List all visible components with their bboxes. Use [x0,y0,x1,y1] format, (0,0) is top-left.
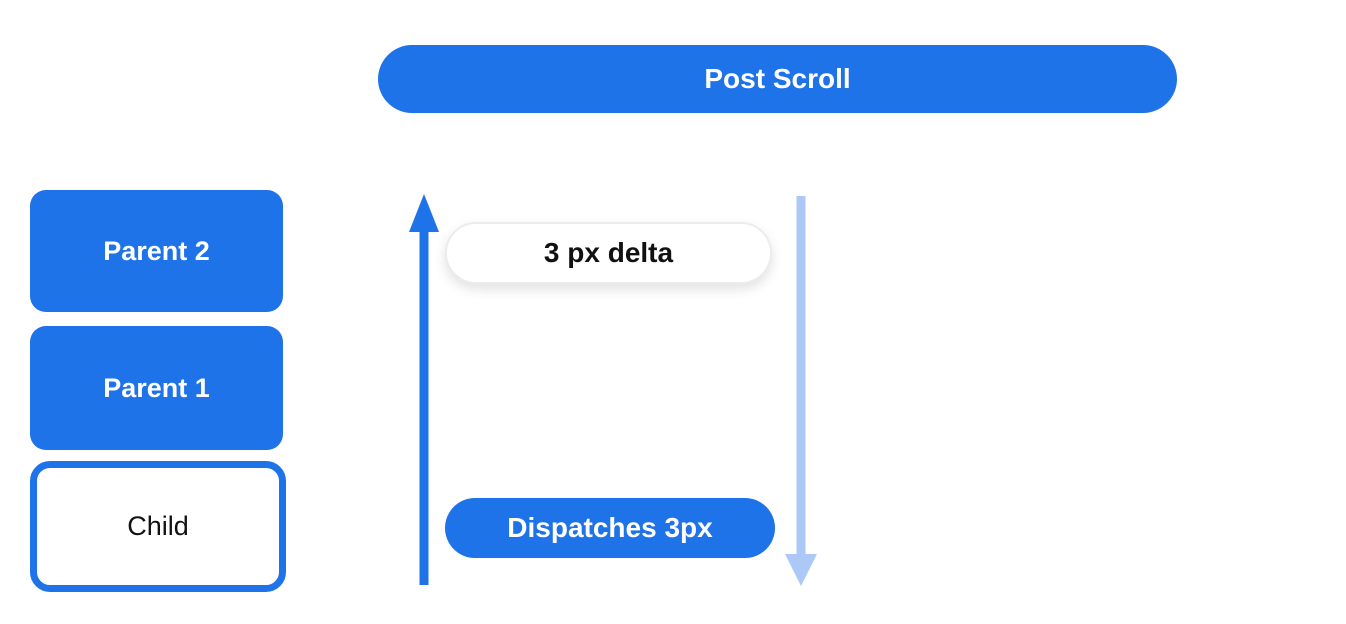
child-label: Child [127,511,189,541]
parent-1-label: Parent 1 [103,372,210,403]
parent-1-box: Parent 1 [30,326,283,450]
post-scroll-pill: Post Scroll [378,45,1177,113]
delta-pill: 3 px delta [445,222,772,284]
dispatch-label: Dispatches 3px [507,512,713,543]
dispatch-pill: Dispatches 3px [445,498,775,558]
down-arrow-icon [785,196,817,586]
up-arrow-icon [409,194,439,585]
post-scroll-label: Post Scroll [704,63,851,94]
delta-label: 3 px delta [543,237,674,268]
parent-2-box: Parent 2 [30,190,283,312]
child-box: Child [30,461,286,592]
parent-2-label: Parent 2 [103,235,210,266]
